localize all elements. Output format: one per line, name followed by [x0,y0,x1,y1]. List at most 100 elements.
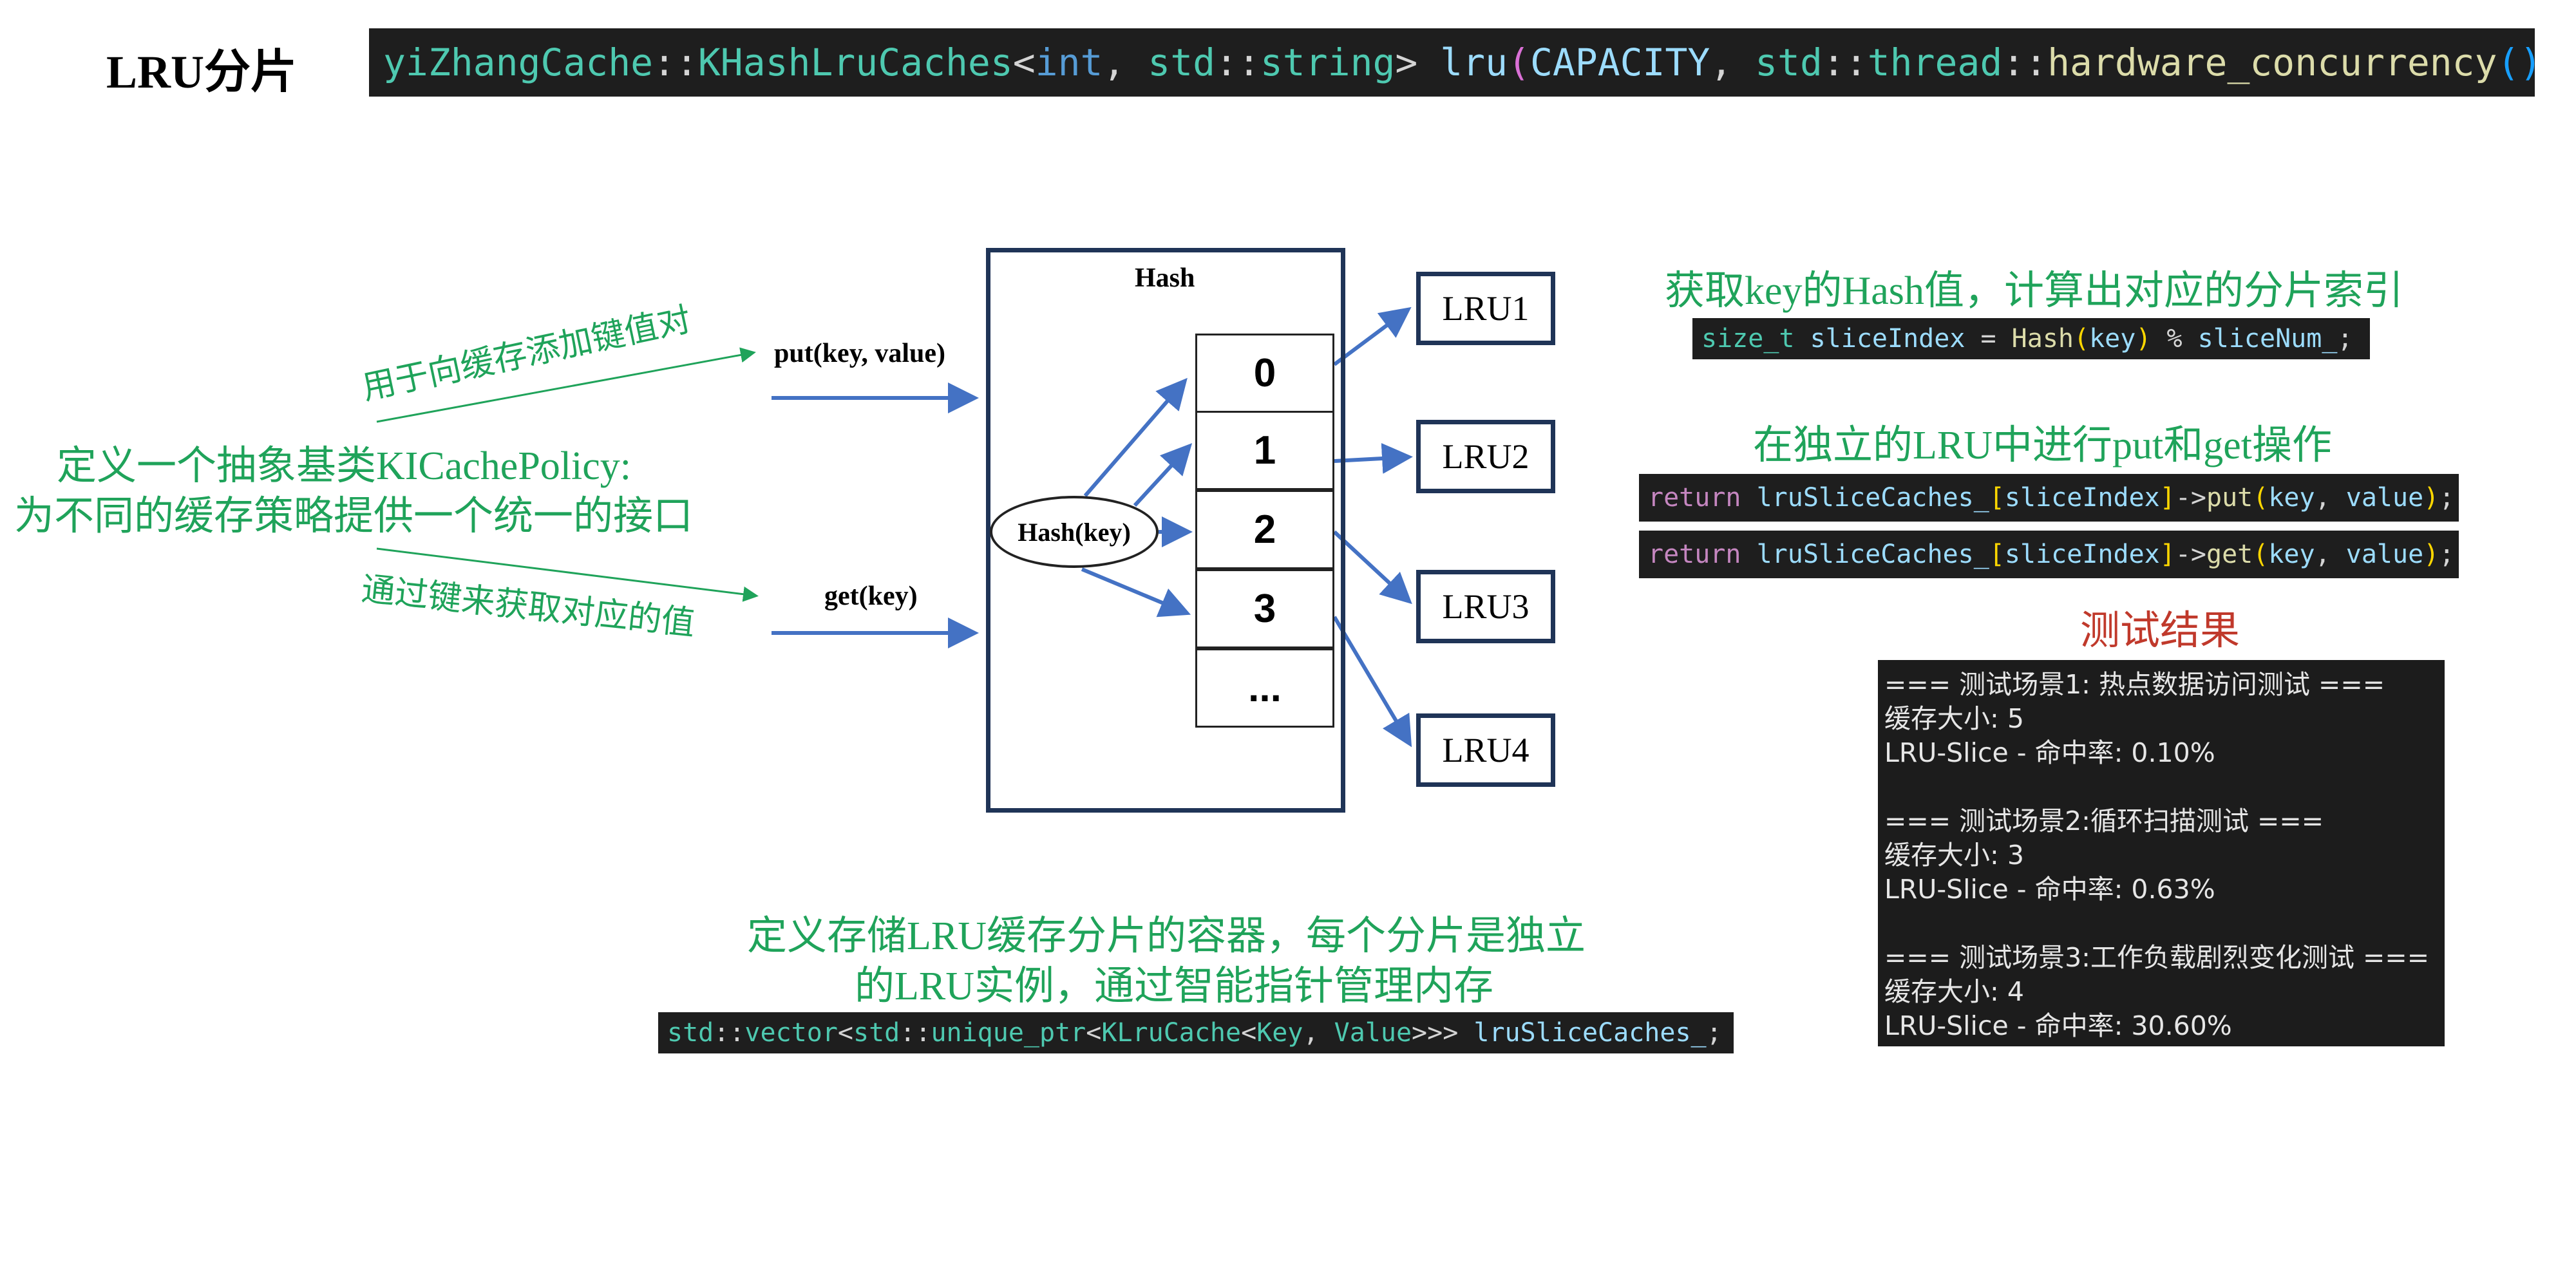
lru-box-4: LRU4 [1416,713,1555,787]
code-token: size_t [1701,324,1795,354]
hash-container [986,248,1345,813]
terminal-line: LRU-Slice - 命中率: 30.60% [1884,1010,2232,1041]
terminal-line: 缓存大小: 4 [1884,976,2024,1007]
code-token: lruSliceCaches_ [1458,1018,1707,1048]
terminal-line: LRU-Slice - 命中率: 0.63% [1884,874,2215,905]
code-token: key [2268,483,2315,513]
code-token: >>> [1412,1018,1459,1048]
terminal-line: === 测试场景3:工作负载剧烈变化测试 === [1884,942,2430,973]
terminal-line: === 测试场景2:循环扫描测试 === [1884,806,2324,836]
code-token: , [1303,1018,1334,1048]
code-token: value [2345,540,2424,569]
code-token: ) [2519,41,2535,84]
code-token: ; [2439,483,2455,513]
code-token: int [1035,41,1103,84]
code-token: ) [2136,324,2152,354]
put-label: put(key, value) [774,339,946,368]
code-token: lru [1440,41,1508,84]
code-token: value [2345,483,2424,513]
code-token: ( [2497,41,2520,84]
slice-op-note: 在独立的LRU中进行put和get操作 [1753,424,2332,467]
slot-2-to-lru3-arrow [1332,530,1412,605]
policy-note-line2: 为不同的缓存策略提供一个统一的接口 [14,495,694,538]
code-token: ( [2253,483,2269,513]
code-token: , [1103,41,1148,84]
terminal-line: LRU-Slice - 命中率: 0.10% [1884,737,2215,768]
code-token: < [1241,1018,1257,1048]
lru-box-1: LRU1 [1416,272,1555,345]
code-token: return [1648,540,1741,569]
slice-index-note: 获取key的Hash值，计算出对应的分片索引 [1665,269,2403,313]
container-note-line1: 定义存储LRU缓存分片的容器，每个分片是独立 [747,914,1586,958]
get-call-code: return lruSliceCaches_[sliceIndex]->get(… [1639,531,2459,578]
code-token: < [837,1018,854,1048]
hash-to-slot-1-arrow [1133,443,1193,507]
container-note-line2: 的LRU实例，通过智能指针管理内存 [855,965,1494,1008]
code-token: ( [2073,324,2090,354]
code-token: std [1148,41,1216,84]
code-token: [ [1989,540,2005,569]
put-call-code: return lruSliceCaches_[sliceIndex]->put(… [1639,474,2459,522]
code-token: sliceNum_ [2197,324,2338,354]
code-token: thread [1867,41,2003,84]
page-title: LRU分片 [106,46,298,98]
code-token: KHashLruCaches [697,41,1013,84]
code-token: ; [1706,1018,1722,1048]
get-note-arrow [376,547,759,602]
code-token: ; [2439,540,2455,569]
code-token: return [1648,483,1741,513]
hash-slot: 1 [1195,411,1334,490]
code-token: key [2268,540,2315,569]
code-token: :: [653,41,698,84]
lru-box-2: LRU2 [1416,420,1555,493]
hash-slot: 0 [1195,334,1334,413]
hash-slot: 3 [1195,569,1334,648]
vector-declaration-code: std::vector<std::unique_ptr<KLruCache<Ke… [658,1012,1734,1053]
code-token: key [2089,324,2136,354]
code-token: string [1260,41,1396,84]
code-token: put [2206,483,2253,513]
code-token: ( [1508,41,1530,84]
slot-1-to-lru2-arrow [1334,442,1413,474]
code-token: ; [2337,324,2353,354]
code-token: -> [2175,483,2206,513]
terminal-line: === 测试场景1: 热点数据访问测试 === [1884,669,2385,700]
terminal-line: 缓存大小: 5 [1884,703,2024,734]
code-token: % [2151,324,2198,354]
slot-0-to-lru1-arrow [1333,307,1412,366]
terminal-line: 缓存大小: 3 [1884,840,2024,871]
code-token: , [1710,41,1756,84]
code-token: lruSliceCaches_ [1741,540,1989,569]
code-token: std [667,1018,714,1048]
code-token: CAPACITY [1530,41,1710,84]
terminal-line [1884,770,2438,804]
code-token: < [1086,1018,1102,1048]
code-token: sliceIndex [2004,540,2160,569]
hash-to-slot-0-arrow [1083,377,1188,497]
hash-slot: ... [1195,648,1334,728]
code-token: sliceIndex [1794,324,1965,354]
code-token: < [1012,41,1036,84]
code-token: = [1965,324,2012,354]
get-label: get(key) [824,581,918,611]
code-token: sliceIndex [2004,483,2160,513]
code-token: vector [744,1018,838,1048]
lru-box-3: LRU3 [1416,570,1555,643]
code-token: :: [900,1018,931,1048]
code-token: unique_ptr [931,1018,1086,1048]
code-token: ] [2159,483,2175,513]
code-token: , [2315,540,2346,569]
code-token: hardware_concurrency [2047,41,2497,84]
terminal-line [1884,907,2438,941]
code-token: get [2206,540,2253,569]
results-heading: 测试结果 [2080,609,2240,653]
hash-to-slot-3-arrow [1081,567,1191,618]
code-token: ( [2253,540,2269,569]
code-token: [ [1989,483,2005,513]
code-token: lruSliceCaches_ [1741,483,1989,513]
lru-declaration-code: yiZhangCache::KHashLruCaches<int, std::s… [369,28,2535,97]
hash-slot: 2 [1195,490,1334,569]
code-token: yiZhangCache [383,41,654,84]
